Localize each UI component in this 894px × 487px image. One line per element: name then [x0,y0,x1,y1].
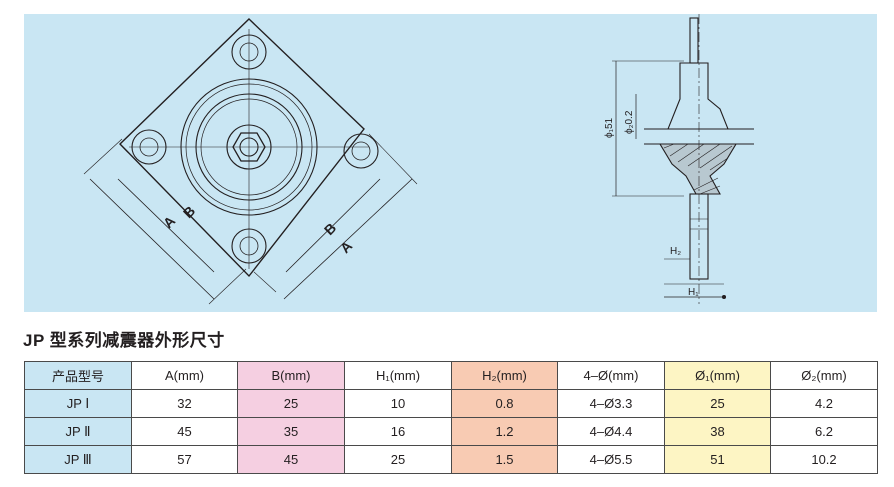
cell-phi1: 51 [664,445,771,474]
cell-a: 45 [131,417,238,446]
technical-drawing: A B A B ϕ₁51 ϕ₂0.2 H₂ H₁ [83,14,754,305]
cell-b: 25 [237,389,345,418]
cell-holes: 4–Ø4.4 [557,417,665,446]
cell-h2: 1.5 [451,445,558,474]
dim-h1-label: H₁ [688,287,699,298]
dim-a-left-label: A [160,213,178,231]
header-h2: H₂(mm) [451,361,558,390]
dim-h2-label: H₂ [670,246,681,257]
cell-b: 45 [237,445,345,474]
side-view [612,14,754,304]
top-view [83,18,418,305]
header-a: A(mm) [131,361,238,390]
cell-h1: 25 [344,445,452,474]
cell-holes: 4–Ø5.5 [557,445,665,474]
table-header-row: 产品型号 A(mm) B(mm) H₁(mm) H₂(mm) 4–Ø(mm) Ø… [24,361,878,390]
dimension-table: 产品型号 A(mm) B(mm) H₁(mm) H₂(mm) 4–Ø(mm) Ø… [24,361,878,474]
cell-a: 57 [131,445,238,474]
dim-b-left-label: B [180,203,198,221]
cell-h1: 10 [344,389,452,418]
cell-model: JP Ⅰ [24,389,132,418]
dim-phi2-label: ϕ₂0.2 [624,110,635,134]
cell-h2: 1.2 [451,417,558,446]
cell-model: JP Ⅱ [24,417,132,446]
header-phi2: Ø₂(mm) [770,361,878,390]
table-caption: JP 型系列减震器外形尺寸 [23,331,225,350]
cell-phi2: 4.2 [770,389,878,418]
cell-phi2: 6.2 [770,417,878,446]
header-b: B(mm) [237,361,345,390]
cell-h2: 0.8 [451,389,558,418]
cell-model: JP Ⅲ [24,445,132,474]
table-row: JP Ⅱ 45 35 16 1.2 4–Ø4.4 38 6.2 [24,417,878,446]
cell-phi1: 25 [664,389,771,418]
table-row: JP Ⅰ 32 25 10 0.8 4–Ø3.3 25 4.2 [24,389,878,418]
header-phi1: Ø₁(mm) [664,361,771,390]
cell-holes: 4–Ø3.3 [557,389,665,418]
cell-b: 35 [237,417,345,446]
cell-a: 32 [131,389,238,418]
technical-drawing-panel: A B A B ϕ₁51 ϕ₂0.2 H₂ H₁ [24,14,877,312]
cell-phi2: 10.2 [770,445,878,474]
header-h1: H₁(mm) [344,361,452,390]
cell-h1: 16 [344,417,452,446]
cell-phi1: 38 [664,417,771,446]
table-row: JP Ⅲ 57 45 25 1.5 4–Ø5.5 51 10.2 [24,445,878,474]
header-holes: 4–Ø(mm) [557,361,665,390]
dim-a-right-label: A [337,238,355,256]
header-model: 产品型号 [24,361,132,390]
dim-phi1-label: ϕ₁51 [604,117,615,138]
